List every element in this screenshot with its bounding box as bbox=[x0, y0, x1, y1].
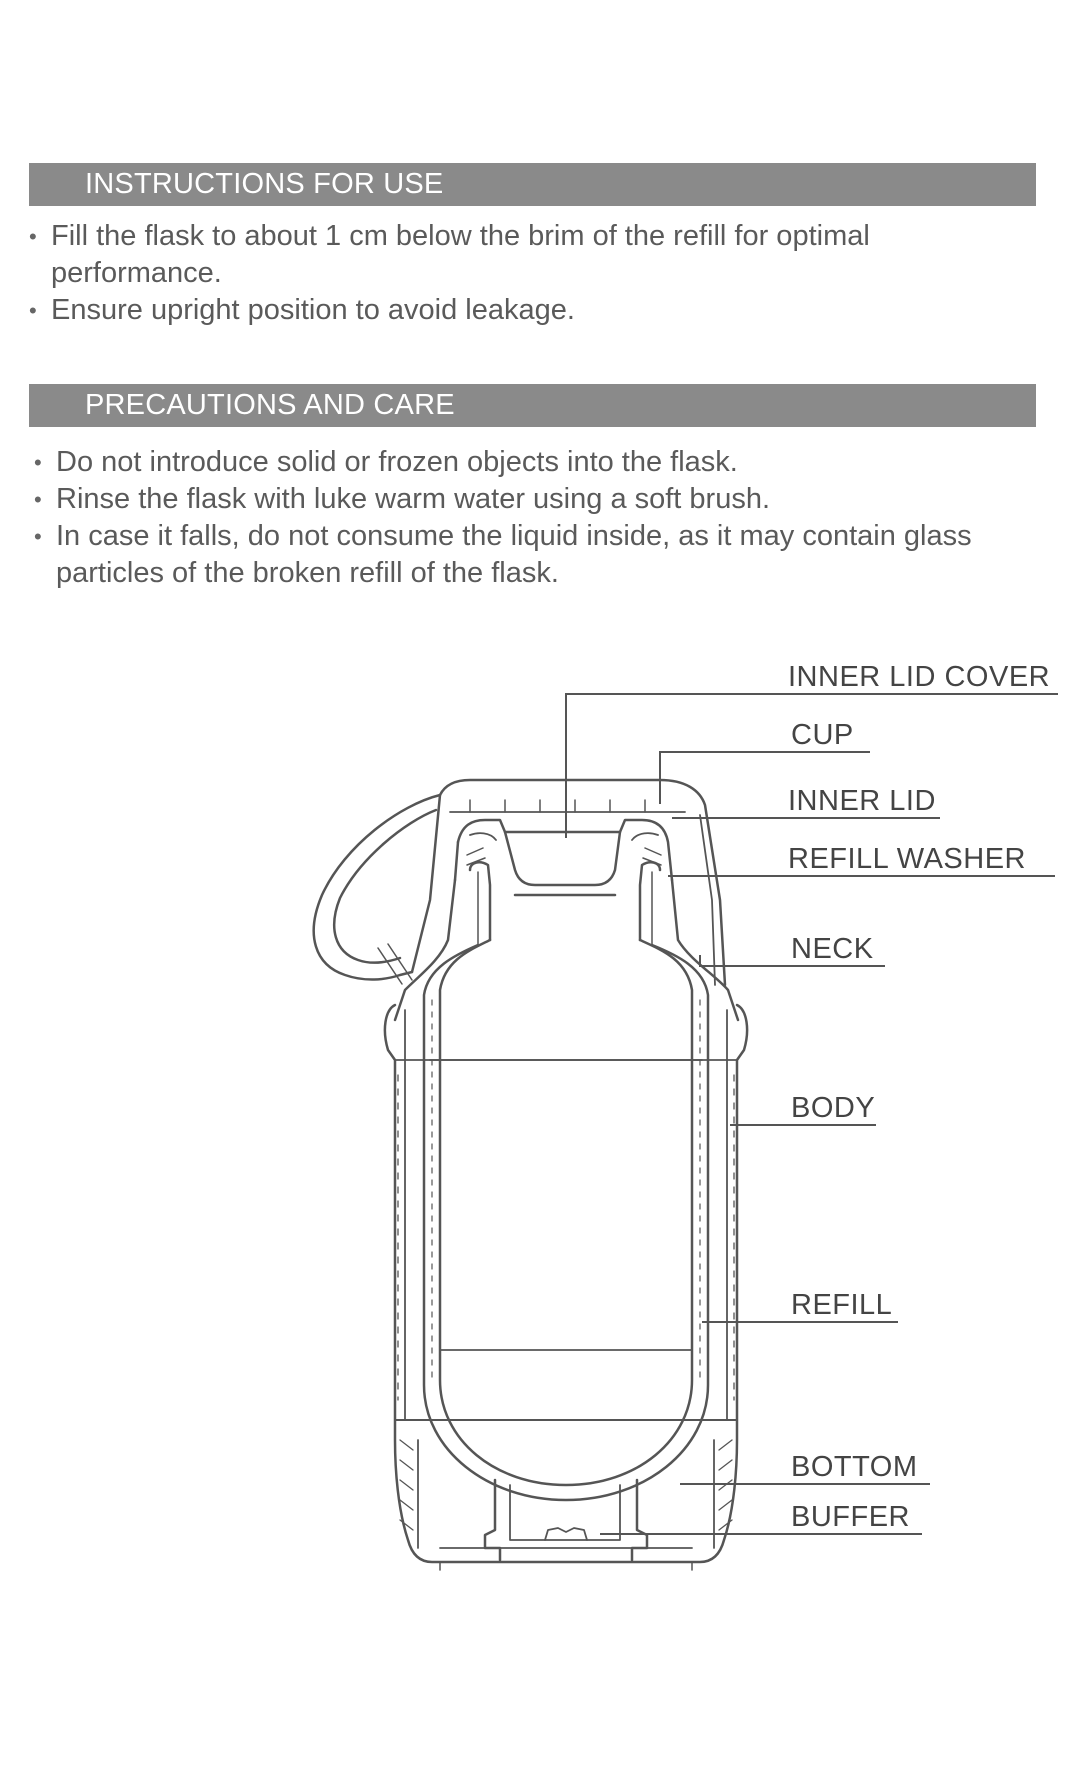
label-inner-lid: INNER LID bbox=[788, 785, 936, 817]
label-neck: NECK bbox=[791, 933, 874, 965]
instructions-header: INSTRUCTIONS FOR USE bbox=[29, 163, 1036, 206]
instructions-title: INSTRUCTIONS FOR USE bbox=[85, 168, 444, 200]
instruction-item: Ensure upright position to avoid leakage… bbox=[29, 292, 1019, 329]
label-inner-lid-cover: INNER LID COVER bbox=[788, 661, 1050, 693]
precaution-item: In case it falls, do not consume the liq… bbox=[34, 518, 1014, 592]
leader-cup bbox=[659, 751, 870, 804]
label-refill-washer: REFILL WASHER bbox=[788, 843, 1026, 875]
label-bottom: BOTTOM bbox=[791, 1451, 918, 1483]
refill-washer-shape bbox=[468, 861, 662, 946]
leader-inner-lid-cover bbox=[565, 693, 1058, 838]
refill-shape bbox=[422, 938, 710, 1502]
neck-shape bbox=[393, 878, 740, 1022]
precautions-list: Do not introduce solid or frozen objects… bbox=[34, 444, 1014, 592]
leader-neck bbox=[699, 955, 885, 967]
label-cup: CUP bbox=[791, 719, 854, 751]
label-refill: REFILL bbox=[791, 1289, 892, 1321]
precaution-item: Do not introduce solid or frozen objects… bbox=[34, 444, 1014, 481]
label-body: BODY bbox=[791, 1092, 875, 1124]
bottom-buffer-shape bbox=[439, 1478, 693, 1571]
flask-diagram: INNER LID COVER CUP INNER LID REFILL WAS… bbox=[312, 661, 1058, 1571]
inner-lid-shape bbox=[453, 818, 674, 897]
handle-shape bbox=[312, 793, 442, 985]
instruction-item: Fill the flask to about 1 cm below the b… bbox=[29, 218, 1019, 292]
precautions-title: PRECAUTIONS AND CARE bbox=[85, 389, 455, 421]
precautions-header: PRECAUTIONS AND CARE bbox=[29, 384, 1036, 427]
instructions-list: Fill the flask to about 1 cm below the b… bbox=[29, 218, 1019, 329]
precaution-item: Rinse the flask with luke warm water usi… bbox=[34, 481, 1014, 518]
label-buffer: BUFFER bbox=[791, 1501, 910, 1533]
